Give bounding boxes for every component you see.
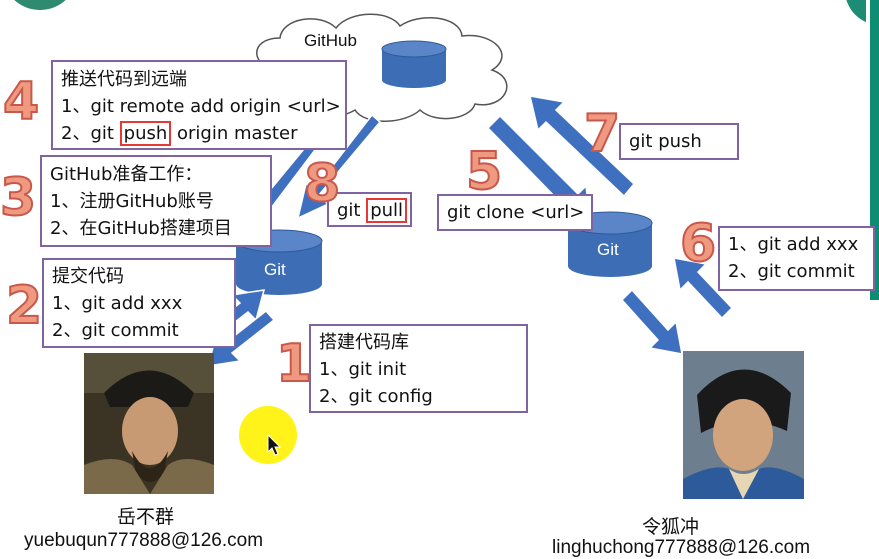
step3-title: GitHub准备工作： [50, 164, 203, 185]
avatar-yuebuqun [84, 353, 214, 494]
step7-box: git push [619, 123, 739, 160]
person-photo-icon [683, 351, 804, 499]
step3-box: GitHub准备工作： 1、注册GitHub账号 2、在GitHub搭建项目 [40, 155, 272, 247]
step1-title: 搭建代码库 [319, 332, 409, 353]
step4-number: 4 [2, 72, 40, 132]
step3-line1: 1、注册GitHub账号 [50, 191, 214, 212]
step1-line2: 2、git config [319, 386, 433, 407]
step6-number: 6 [679, 214, 717, 274]
step7-number: 7 [583, 104, 621, 164]
step5-text: git clone <url> [447, 202, 585, 223]
step4-title: 推送代码到远端 [61, 69, 187, 90]
step3-number: 3 [0, 168, 37, 228]
cloud-database-icon [381, 40, 447, 88]
step6-line1: 1、git add xxx [728, 234, 859, 255]
step7-text: git push [629, 131, 702, 152]
person-name-right: 令狐冲 [642, 516, 700, 538]
local-repo-label: Git [264, 260, 286, 279]
step6-box: 1、git add xxx 2、git commit [718, 226, 875, 291]
step2-box: 提交代码 1、git add xxx 2、git commit [42, 258, 236, 348]
person-email-left: yuebuqun777888@126.com [24, 530, 264, 551]
mouse-cursor-icon [239, 406, 297, 464]
person-email-right: linghuchong777888@126.com [552, 537, 811, 558]
arrow-pull-down [296, 113, 382, 220]
step4-box: 推送代码到远端 1、git remote add origin <url> 2、… [51, 60, 347, 150]
step4-line1: 1、git remote add origin <url> [61, 96, 341, 117]
step2-line1: 1、git add xxx [52, 293, 183, 314]
step8-box: git pull [327, 192, 412, 227]
step2-number: 2 [5, 276, 43, 336]
step1-number: 1 [275, 334, 313, 394]
push-highlight: push [119, 121, 172, 146]
arrow-work-down [620, 288, 683, 355]
step5-number: 5 [465, 142, 503, 202]
step2-title: 提交代码 [52, 266, 124, 287]
step4-line2: 2、git push origin master [61, 121, 298, 146]
person-photo-icon [84, 353, 214, 494]
step1-line1: 1、git init [319, 359, 407, 380]
github-label: GitHub [304, 31, 357, 50]
step3-line2: 2、在GitHub搭建项目 [50, 218, 232, 239]
arrow-commit-down [206, 309, 276, 367]
step5-box: git clone <url> [437, 194, 593, 231]
avatar-linghuchong [683, 351, 804, 499]
remote-repo-label: Git [597, 240, 619, 259]
person-name-left: 岳不群 [117, 506, 175, 528]
arrow-push-up-right [529, 95, 636, 198]
step8-text: git pull [337, 197, 408, 224]
step6-line2: 2、git commit [728, 261, 855, 282]
step2-line2: 2、git commit [52, 320, 179, 341]
step1-box: 搭建代码库 1、git init 2、git config [309, 324, 528, 413]
arrow-work-up [673, 257, 734, 320]
step8-number: 8 [303, 154, 341, 214]
pull-highlight: pull [366, 198, 408, 223]
